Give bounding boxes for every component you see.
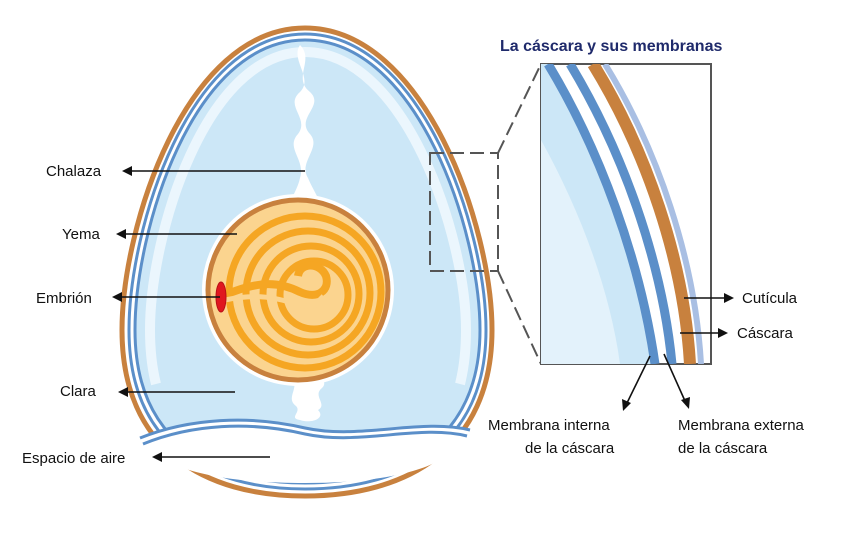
inset-title: La cáscara y sus membranas <box>500 38 722 55</box>
shell-inset <box>540 63 712 365</box>
arrowhead-espacio-aire <box>152 452 162 462</box>
label-embrion: Embrión <box>36 290 92 307</box>
right-labels: Cutícula Cáscara Membrana interna de la … <box>488 290 805 457</box>
label-membrana-externa-1: Membrana externa <box>678 417 805 434</box>
arrowhead-cuticula <box>724 293 734 303</box>
label-clara: Clara <box>60 383 97 400</box>
inset-cuticle <box>602 64 704 364</box>
inset-outer-membrane <box>566 64 677 364</box>
arrowhead-membrana-externa <box>681 397 690 409</box>
label-espacio-aire: Espacio de aire <box>22 450 125 467</box>
outer-membrane <box>127 32 488 491</box>
inset-inner-membrane <box>544 64 660 364</box>
egg <box>114 21 499 503</box>
label-membrana-interna-1: Membrana interna <box>488 417 610 434</box>
label-cascara: Cáscara <box>737 325 794 342</box>
arrowhead-chalaza <box>122 166 132 176</box>
inset-shell <box>587 64 696 364</box>
label-yema: Yema <box>62 226 100 243</box>
arrowhead-yema <box>116 229 126 239</box>
yolk <box>202 194 394 386</box>
label-membrana-interna-2: de la cáscara <box>525 440 615 457</box>
left-labels: Chalaza Yema Embrión Clara Espacio de ai… <box>22 163 305 467</box>
chalaza-top <box>290 45 320 204</box>
zoom-region <box>429 152 499 272</box>
arrowhead-membrana-interna <box>622 399 631 411</box>
label-chalaza: Chalaza <box>46 163 102 180</box>
arrowhead-cascara <box>718 328 728 338</box>
arrowhead-clara <box>118 387 128 397</box>
chalaza-bottom <box>291 378 325 422</box>
label-cuticula: Cutícula <box>742 290 798 307</box>
arrowhead-embrion <box>112 292 122 302</box>
label-membrana-externa-2: de la cáscara <box>678 440 768 457</box>
